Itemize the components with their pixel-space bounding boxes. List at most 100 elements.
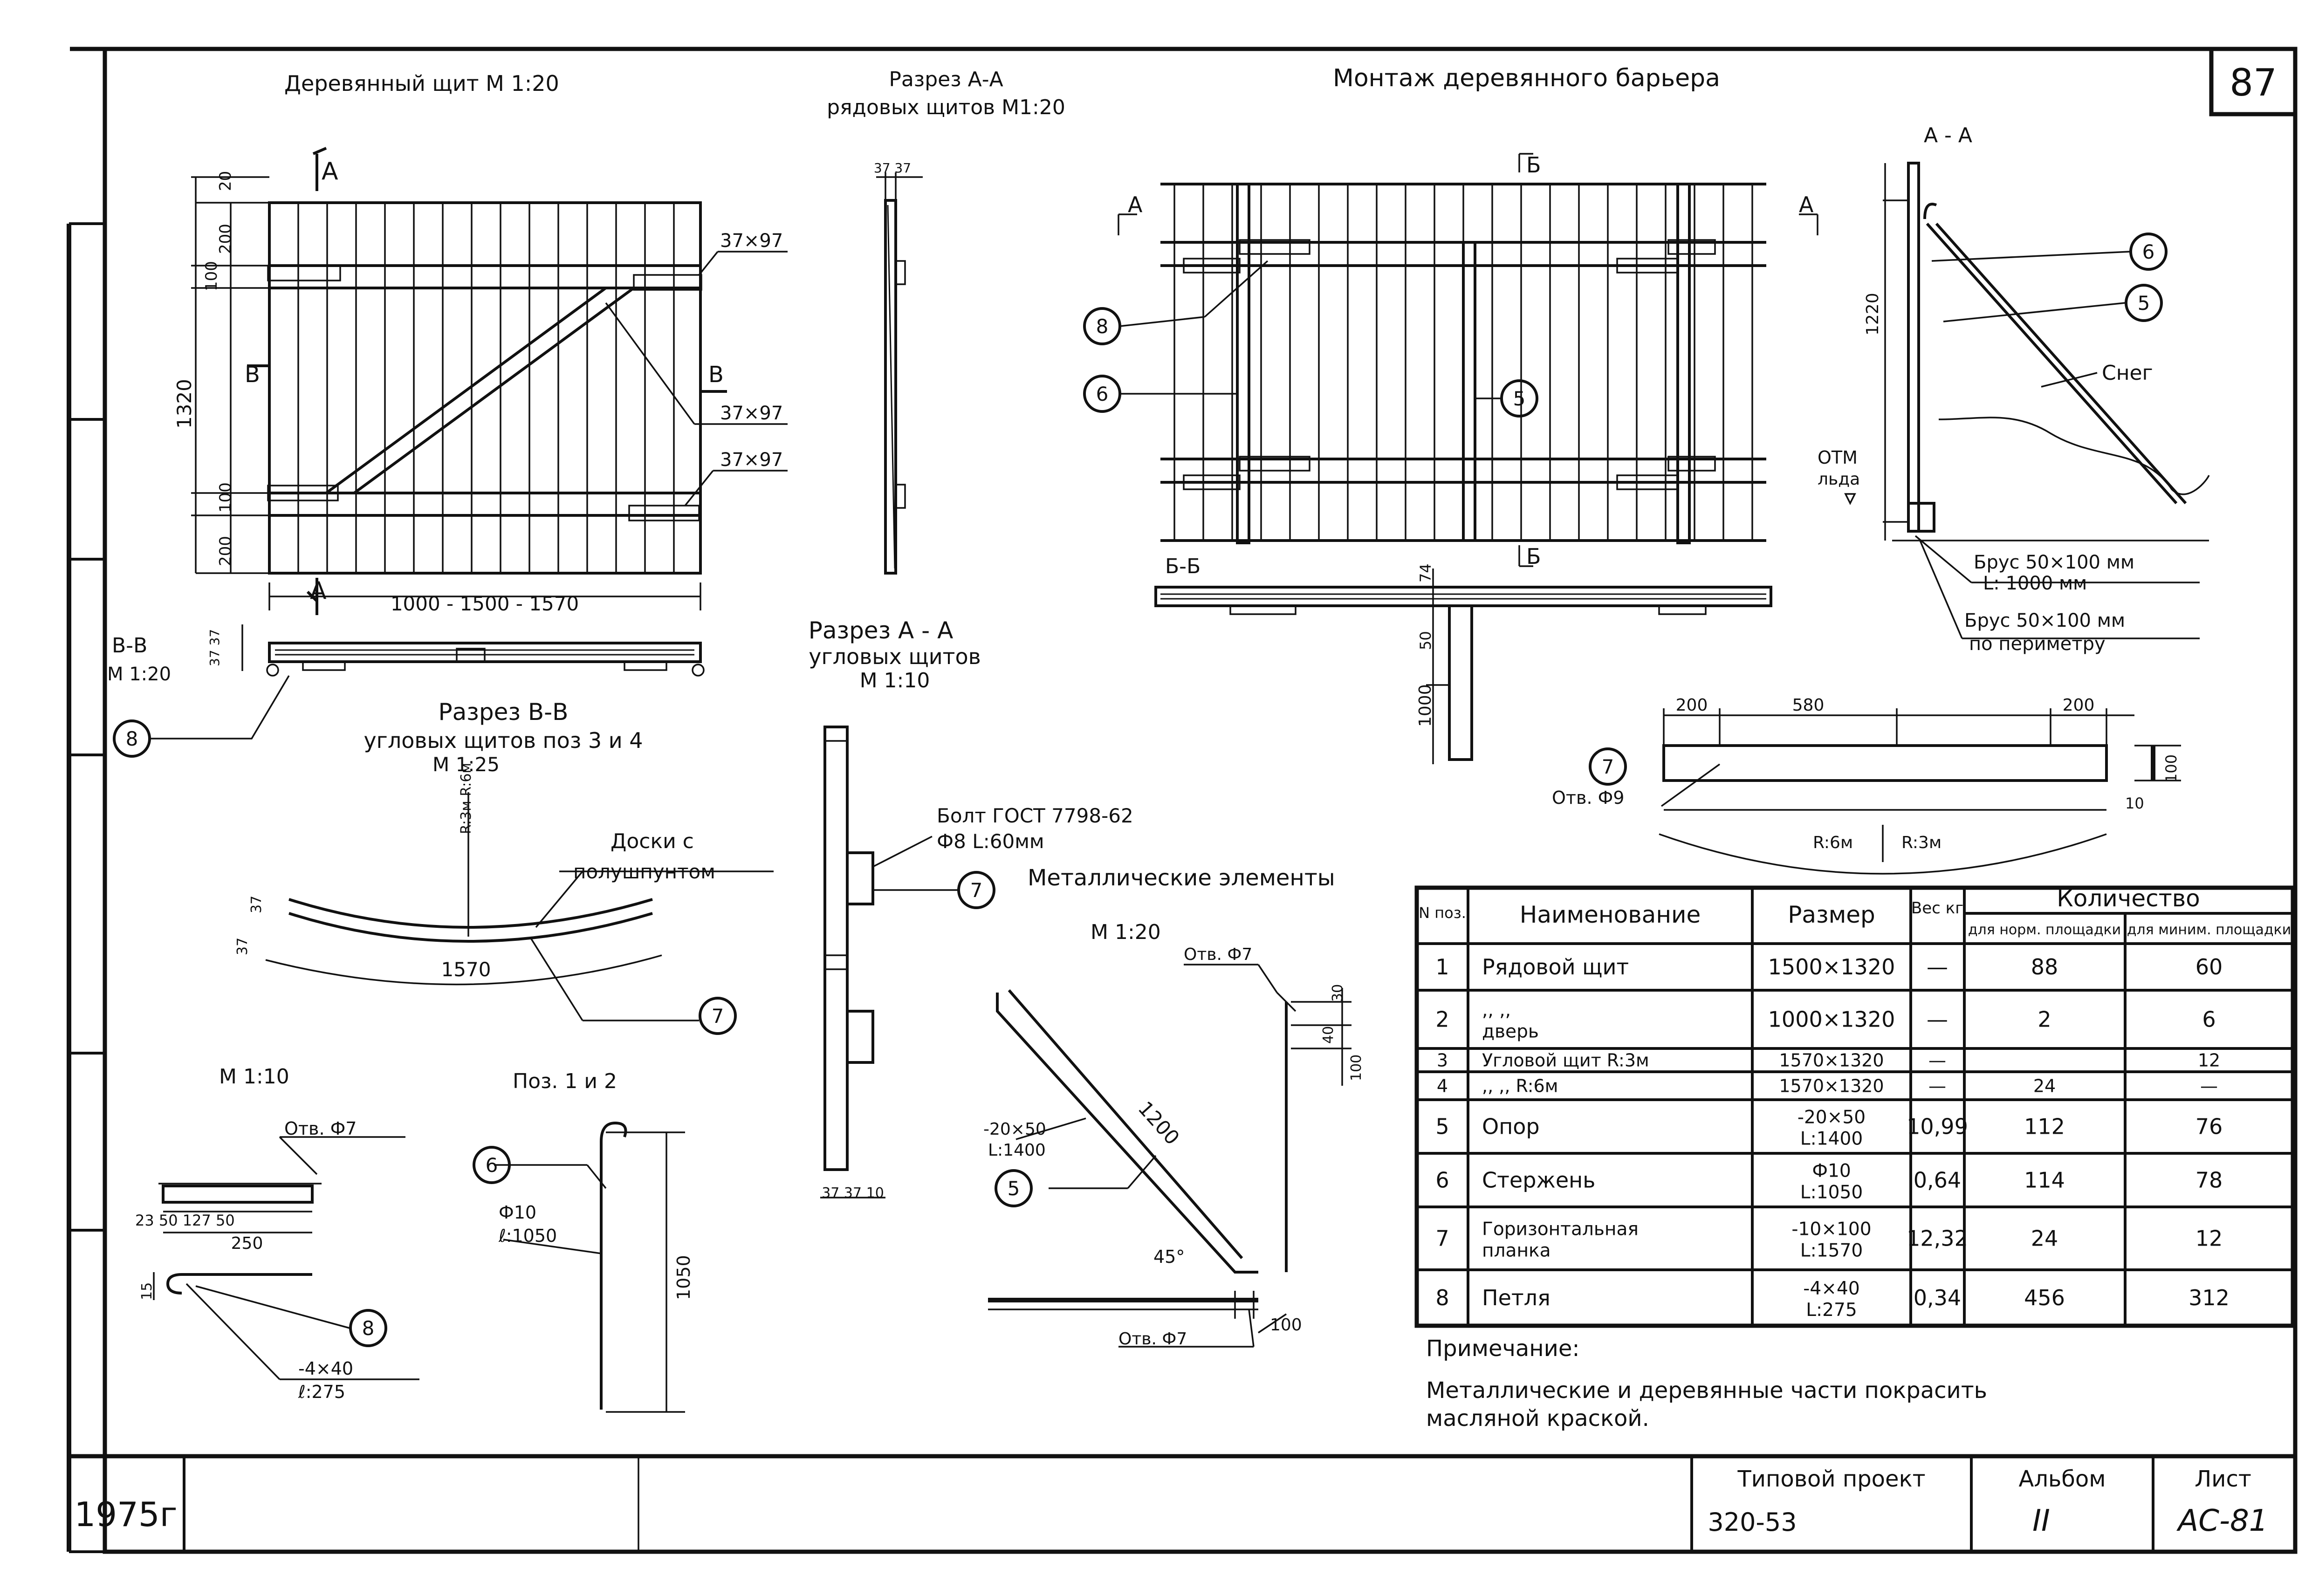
dim-width: 1000 - 1500 - 1570	[391, 592, 579, 615]
table-cell-name: ,, ,,	[1482, 1000, 1511, 1021]
title-section-aa-row-2: рядовых щитов М1:20	[827, 96, 1065, 119]
stamp-project-label: Типовой проект	[1737, 1466, 1925, 1492]
table-cell-pos: 3	[1437, 1050, 1448, 1070]
label-V-left: В	[245, 362, 260, 388]
table-cell-weight: —	[1927, 1007, 1948, 1032]
callout-8-mount-text: 8	[1096, 315, 1109, 338]
stamp-sheet-value: АС-81	[2176, 1504, 2268, 1538]
dim-1220: 1220	[1863, 293, 1882, 336]
section-aa-row-detail	[876, 172, 923, 575]
table-cell-norm: 2	[2038, 1007, 2051, 1032]
table-cell-pos: 5	[1435, 1114, 1449, 1139]
dim-100-top: 100	[202, 261, 221, 291]
table-cell-pos: 8	[1435, 1285, 1449, 1310]
label-brus1-2: L: 1000 мм	[1983, 573, 2087, 594]
dim-200-plank-l: 200	[1676, 696, 1708, 715]
callout-5-strut-text: 5	[1008, 1177, 1020, 1200]
scale-m10: М 1:10	[219, 1065, 289, 1089]
label-otv7-loop: Отв. Ф7	[284, 1118, 357, 1139]
table-cell-norm: 112	[2024, 1114, 2065, 1139]
table-cell-min: —	[2200, 1075, 2218, 1096]
table-cell-weight: —	[1927, 954, 1948, 980]
dim-100-bottom: 100	[216, 482, 235, 513]
th-pos: N поз.	[1419, 904, 1466, 922]
callout-size-37x97-3: 37×97	[720, 449, 783, 471]
callout-size-37x97-1: 37×97	[720, 230, 783, 252]
table-cell-weight: —	[1928, 1050, 1946, 1070]
label-B-bottom: Б	[1526, 544, 1541, 569]
wood-shield-elevation	[191, 147, 788, 677]
title-aa-corner-2: угловых щитов	[809, 644, 981, 669]
table-cell-pos: 2	[1435, 1007, 1449, 1032]
label-boards-1: Доски с	[611, 829, 694, 853]
title-block	[70, 1454, 2295, 1552]
label-plate-l: L:1400	[988, 1141, 1046, 1160]
dim-200-bottom: 200	[216, 536, 235, 566]
callout-8-loop	[349, 1309, 387, 1347]
table-cell-name: Петля	[1482, 1285, 1550, 1310]
corner-section-detail	[820, 726, 960, 1199]
table-cell-size: 1000×1320	[1768, 1007, 1895, 1032]
plank-detail	[1659, 708, 2181, 875]
label-brus2-1: Брус 50×100 мм	[1964, 610, 2125, 631]
callout-7-curve-text: 7	[712, 1005, 724, 1027]
dim-1050: 1050	[673, 1255, 694, 1300]
label-bb: Б-Б	[1165, 555, 1201, 578]
table-cell-name: Рядовой щит	[1482, 954, 1629, 980]
table-cell-weight: 10,99	[1907, 1114, 1968, 1139]
dim-40: 40	[1320, 1026, 1337, 1044]
title-section-vv-2: угловых щитов поз 3 и 4	[364, 728, 643, 753]
title-pos12: Поз. 1 и 2	[513, 1069, 617, 1093]
note-title: Примечание:	[1426, 1336, 1580, 1362]
table-cell-name: Стержень	[1482, 1168, 1595, 1193]
label-radius-v: R:3м R:6м	[458, 763, 474, 834]
th-qty-min: для миним. площадки	[2127, 922, 2291, 938]
dim-37-b: 37	[234, 938, 251, 955]
table-cell-pos: 6	[1435, 1168, 1449, 1193]
label-plate: -20×50	[983, 1120, 1046, 1139]
callout-8-left-text: 8	[126, 727, 138, 750]
th-name: Наименование	[1520, 901, 1701, 928]
title-wood-shield: Деревянный щит М 1:20	[284, 71, 559, 96]
table-cell-weight: —	[1928, 1075, 1946, 1096]
section-bb	[1154, 569, 1772, 764]
label-rod-1: Ф10	[499, 1202, 536, 1223]
label-angle: 45°	[1153, 1247, 1185, 1267]
barrier-mounting-elevation	[1118, 153, 1818, 567]
callout-7-corner-text: 7	[970, 879, 983, 902]
table-cell-min: 78	[2195, 1168, 2223, 1193]
table-cell-name: планка	[1482, 1240, 1551, 1261]
callout-8-loop-text: 8	[362, 1317, 375, 1340]
dim-50: 50	[1417, 631, 1434, 650]
table-cell-norm: 456	[2024, 1285, 2065, 1310]
table-cell-weight: 0,34	[1914, 1285, 1961, 1310]
label-otm-1: ОТМ	[1818, 447, 1858, 468]
callout-7-corner	[957, 871, 995, 909]
dim-200-top: 200	[216, 224, 235, 254]
title-aa-corner-3: М 1:10	[860, 669, 930, 692]
table-cell-norm: 24	[2031, 1226, 2058, 1251]
note-text-2: масляной краской.	[1426, 1405, 1649, 1432]
table-cell-name: Угловой щит R:3м	[1482, 1050, 1649, 1070]
dim-1320: 1320	[173, 379, 196, 429]
callout-7-curve	[699, 997, 737, 1035]
dim-100-plank: 100	[2162, 754, 2180, 783]
label-r6: R:6м	[1813, 833, 1853, 852]
label-otv7-top: Отв. Ф7	[1184, 945, 1252, 964]
label-bolt-1: Болт ГОСТ 7798-62	[937, 804, 1133, 827]
table-cell-size: L:1050	[1800, 1182, 1863, 1203]
curved-section	[265, 792, 774, 1021]
dim-10-plank: 10	[2125, 795, 2144, 812]
table-cell-min: 312	[2189, 1285, 2230, 1310]
table-cell-size: 1570×1320	[1779, 1050, 1884, 1070]
label-brus1-1: Брус 50×100 мм	[1974, 552, 2134, 573]
table-cell-norm: 88	[2031, 954, 2058, 980]
dim-200-plank-r: 200	[2063, 696, 2095, 715]
table-cell-size: 1570×1320	[1779, 1075, 1884, 1096]
title-section-vv-1: Разрез В-В	[438, 699, 568, 726]
callout-5-mount	[1500, 379, 1538, 418]
leader-8-left	[150, 675, 290, 740]
sheet-frame	[67, 47, 2298, 1554]
title-section-aa-side: А - А	[1924, 123, 1972, 147]
